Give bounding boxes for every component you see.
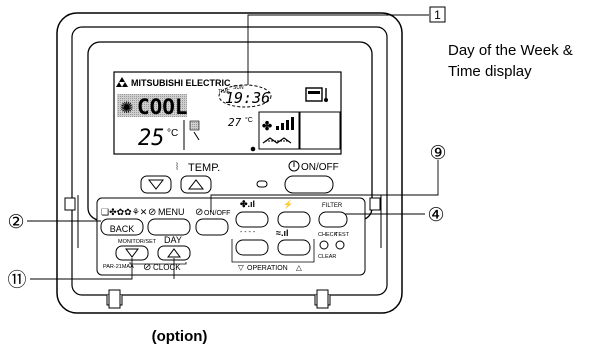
- fan-icon: ✤: [262, 119, 272, 133]
- vane-dashes-icon: - - - -: [240, 229, 256, 236]
- filter-label: FILTER: [322, 203, 343, 209]
- room-temperature-unit: °C: [245, 116, 253, 124]
- monitor-set-label: MONITOR/SET: [118, 239, 157, 245]
- menu-icon: ⊘: [148, 207, 156, 218]
- leader-11: [30, 258, 133, 280]
- menu-label: MENU: [158, 207, 185, 217]
- airflow-button-icon: ≈.ıl: [276, 228, 288, 238]
- clock-icon: ⊘: [143, 262, 151, 273]
- operation-up-button[interactable]: [277, 239, 311, 256]
- temp-down-icon: [147, 179, 165, 190]
- operation-down-icon: ▽: [238, 263, 245, 272]
- callout-11: ⑪: [7, 269, 26, 291]
- aux-display: [299, 111, 341, 150]
- leader-1: [247, 14, 429, 85]
- callout-1: 1: [434, 8, 441, 22]
- time-label: TIME: [218, 89, 231, 95]
- set-temperature-unit: °C: [167, 128, 178, 139]
- louver-button[interactable]: [277, 211, 311, 228]
- clock-display: 19:36: [225, 89, 270, 107]
- temp-up-icon: [187, 179, 205, 190]
- fan-speed-bars-icon: [276, 117, 294, 130]
- room-temperature: 27: [228, 116, 242, 129]
- louver-icon: ⚡: [283, 199, 293, 209]
- temp-down-button[interactable]: [140, 175, 172, 194]
- operation-lamp: [256, 180, 268, 188]
- callout-1-description: Day of the Week & Time display: [448, 40, 573, 82]
- power-icon: [288, 160, 300, 172]
- test-label: TEST: [335, 232, 350, 238]
- callout-4: ④: [427, 205, 444, 226]
- day-label: DAY: [164, 235, 182, 245]
- clock-down-icon: [125, 248, 139, 258]
- figure-caption-wrapper: (option): [0, 328, 595, 345]
- day-label: SUN: [233, 85, 244, 91]
- fan-speed-button[interactable]: [235, 211, 269, 228]
- left-hinge: [64, 197, 76, 211]
- clock-down-button[interactable]: [115, 245, 149, 261]
- mode-sun-icon: ✺: [120, 100, 133, 117]
- callout-1-box: [429, 6, 446, 23]
- operation-up-icon: △: [296, 263, 303, 272]
- model-label: PAR-21MAA: [103, 264, 134, 270]
- on-off-small-label: ON/OFF: [204, 210, 230, 217]
- temp-up-button[interactable]: [180, 175, 212, 194]
- menu-button[interactable]: [147, 218, 191, 236]
- clock-up-button[interactable]: [157, 245, 191, 261]
- figure-caption: (option): [151, 328, 208, 345]
- check-button[interactable]: [319, 240, 329, 250]
- vane-icon: [189, 120, 200, 141]
- operation-down-button[interactable]: [235, 239, 269, 256]
- mode-background: [117, 94, 187, 117]
- airflow-icon: [262, 137, 292, 144]
- check-label: CHECK: [318, 232, 338, 238]
- filter-button[interactable]: [318, 211, 348, 228]
- callout-9: ⑨: [429, 143, 446, 164]
- temp-label: TEMP.: [188, 162, 220, 174]
- description-line-2: Time display: [448, 63, 532, 80]
- operation-label: OPERATION: [247, 265, 288, 272]
- clock-up-icon: [167, 248, 181, 258]
- clock-label: CLOCK: [153, 263, 181, 272]
- test-button[interactable]: [335, 240, 345, 250]
- back-button[interactable]: [100, 218, 144, 236]
- time-highlight: [218, 84, 272, 108]
- clear-label: CLEAR: [318, 254, 336, 260]
- brand-label: MITSUBISHI ELECTRIC: [131, 78, 231, 88]
- on-off-label: ON/OFF: [301, 162, 339, 173]
- description-line-1: Day of the Week &: [448, 42, 573, 59]
- sensor-dot-icon: [250, 146, 256, 152]
- fan-speed-icon: ✤.ıl: [240, 199, 255, 209]
- on-off-small-icon: ⊘: [195, 207, 203, 218]
- right-hinge: [369, 197, 381, 211]
- on-off-small-button[interactable]: [195, 218, 229, 236]
- leader-9: [210, 160, 439, 212]
- temp-icon: ⦚: [176, 162, 178, 173]
- set-temperature: 25: [138, 126, 165, 151]
- mode-display: COOL: [137, 95, 188, 119]
- on-off-button[interactable]: [284, 175, 334, 194]
- filter-thermometer-icon: [305, 87, 328, 102]
- callout-2: ②: [7, 212, 24, 233]
- mode-icons: ❏✤✿✿⚘✕: [101, 207, 147, 217]
- back-label: BACK: [110, 224, 135, 234]
